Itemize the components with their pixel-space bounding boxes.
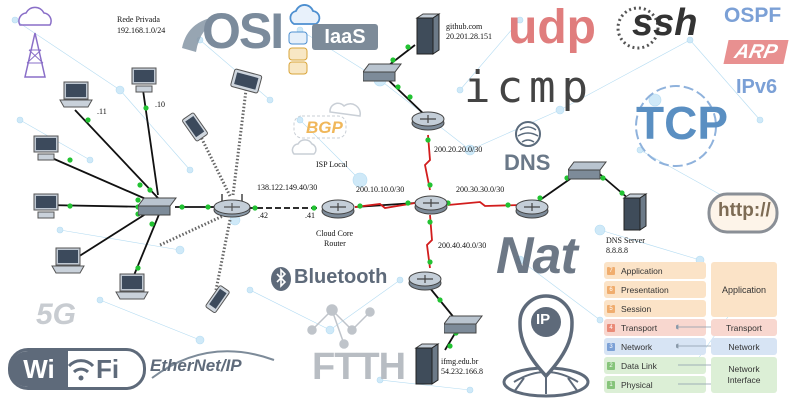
dns-globe-icon	[515, 121, 541, 147]
ssh-logo: ssh	[632, 2, 698, 44]
net-40-label: 200.40.40.0/30	[438, 241, 487, 250]
github-ip: 20.201.28.151	[446, 32, 492, 41]
desktop-pc-icon	[131, 67, 157, 93]
wireless-links	[159, 89, 248, 291]
host-11-label: .11	[97, 107, 107, 116]
tablet-icon	[182, 112, 208, 142]
github-name: github.com	[446, 22, 483, 31]
dns-ip: 8.8.8.8	[606, 246, 628, 255]
wifi-logo-left: Wi	[10, 351, 68, 387]
tcp-logo: TCP	[636, 97, 728, 149]
rede-privada-label: Rede Privada	[117, 15, 160, 24]
tcpip-transport: Transport	[711, 319, 777, 336]
tcpip-network-interface: Network Interface	[711, 357, 777, 393]
ip-42-label: .42	[258, 211, 268, 220]
switch-icon	[444, 315, 483, 334]
isp-local-label: ISP Local	[316, 160, 348, 169]
ip-41-label: .41	[305, 211, 315, 220]
udp-logo: udp	[508, 1, 596, 54]
icmp-logo: icmp	[464, 62, 594, 113]
radio-tower-icon	[18, 6, 52, 78]
smartphone-icon	[205, 285, 230, 313]
router-icon	[411, 111, 445, 131]
http-logo: http://	[718, 200, 771, 221]
ip-location-pin-icon	[502, 294, 590, 398]
router-icon	[321, 199, 355, 219]
server-icon	[622, 193, 648, 231]
bgp-logo: BGP	[306, 118, 343, 137]
http-tag-icon	[707, 192, 779, 234]
tablet-icon	[230, 68, 263, 94]
arp-logo: ARP	[723, 40, 789, 64]
wireless-router-icon	[213, 194, 251, 218]
dns-server-label: DNS Server	[606, 236, 645, 245]
dns-logo: DNS	[504, 150, 551, 175]
wan-ip-label: 138.122.149.40/30	[257, 183, 318, 192]
ospf-logo: OSPF	[724, 4, 782, 27]
wifi-logo-right: Fi	[96, 354, 120, 384]
layer-mapping-arrows	[676, 324, 716, 387]
ftth-logo: FTTH	[312, 346, 406, 388]
tcpip-application: Application	[711, 262, 777, 317]
ethernet-ip-logo: EtherNet/IP	[150, 356, 242, 375]
iaas-logo: IaaS	[312, 24, 378, 50]
server-stack-icon	[288, 31, 308, 75]
dotted-circle-icon	[616, 6, 660, 50]
router-icon	[515, 199, 549, 219]
switch-icon	[363, 63, 402, 82]
laptop-icon	[115, 273, 149, 300]
cloud-icon	[291, 102, 361, 155]
laptop-icon	[59, 81, 93, 108]
tcpip-network: Network	[711, 338, 777, 355]
router-icon	[414, 195, 448, 215]
net-20-label: 200.20.20.0/30	[434, 145, 483, 154]
osi-swoosh-icon	[182, 16, 224, 52]
server-icon	[415, 13, 441, 55]
laptop-icon	[51, 247, 85, 274]
net-10-label: 200.10.10.0/30	[356, 185, 405, 194]
host-10-label: .10	[155, 100, 165, 109]
nat-logo: Nat	[496, 227, 578, 285]
net-30-label: 200.30.30.0/30	[456, 185, 505, 194]
desktop-pc-icon	[33, 193, 59, 219]
bluetooth-logo: Bluetooth	[294, 266, 388, 288]
ipv6-logo: IPv6	[736, 76, 778, 98]
cloud-icon	[289, 4, 321, 25]
rede-privada-ip: 192.168.1.0/24	[117, 26, 166, 35]
osi-logo: OSI	[202, 3, 284, 59]
server-icon	[414, 343, 440, 385]
cloud-core-label-2: Router	[324, 239, 346, 248]
ethernet-ip-swoosh-icon	[151, 350, 275, 379]
fiber-network-icon	[307, 304, 375, 349]
tcp-ring-icon	[635, 85, 717, 167]
ifmg-name: ifmg.edu.br	[441, 357, 479, 366]
ports	[67, 44, 625, 349]
switch-icon	[568, 161, 607, 180]
wan-links	[354, 134, 521, 269]
ifmg-ip: 54.232.166.8	[441, 367, 483, 376]
bluetooth-icon	[271, 267, 291, 291]
ip-logo: IP	[536, 311, 551, 328]
5g-logo: 5G	[36, 298, 77, 331]
desktop-pc-icon	[33, 135, 59, 161]
wifi-signal-icon	[67, 359, 95, 381]
router-icon	[408, 271, 442, 291]
cloud-core-label: Cloud Core	[316, 229, 354, 238]
switch-icon	[138, 197, 177, 216]
